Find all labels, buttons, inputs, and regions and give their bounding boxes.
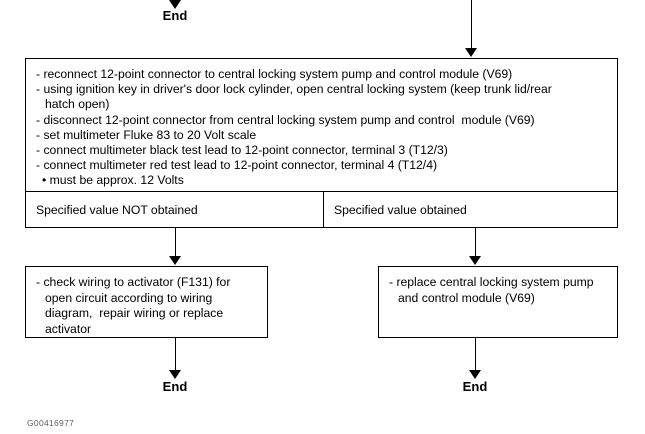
arrowhead-right-branch	[469, 256, 481, 265]
procedure-step: - connect multimeter black test lead to …	[36, 143, 448, 158]
action-line: - replace central locking system pump	[389, 275, 594, 289]
procedure-step-continuation: hatch open)	[45, 97, 110, 112]
action-box-check-wiring: - check wiring to activator (F131) for o…	[25, 266, 268, 338]
end-label-top-left: End	[162, 8, 188, 23]
action-box-replace-pump: - replace central locking system pump an…	[378, 266, 618, 338]
action-line: diagram, repair wiring or replace	[45, 306, 224, 321]
arrowhead-left-end	[169, 370, 181, 379]
procedure-step: - set multimeter Fluke 83 to 20 Volt sca…	[36, 127, 257, 142]
action-line: - check wiring to activator (F131) for	[36, 275, 231, 289]
arrowhead-right-end	[469, 370, 481, 379]
arrowhead-left-branch	[169, 256, 181, 265]
figure-reference-code: G00416977	[27, 418, 75, 428]
action-text-right: - replace central locking system pump an…	[379, 267, 617, 306]
connector-left-branch	[175, 228, 176, 257]
procedure-step: - connect multimeter red test lead to 12…	[36, 158, 438, 173]
action-text-left: - check wiring to activator (F131) for o…	[26, 267, 267, 337]
action-line: open circuit according to wiring	[45, 290, 213, 305]
result-cell-obtained: Specified value obtained	[334, 203, 467, 217]
procedure-step: - using ignition key in driver's door lo…	[36, 82, 552, 97]
main-procedure-box: - reconnect 12-point connector to centra…	[25, 58, 618, 228]
action-line: and control module (V69)	[398, 290, 535, 305]
connector-left-to-end	[175, 338, 176, 371]
connector-right-branch	[475, 228, 476, 257]
procedure-step-list: - reconnect 12-point connector to centra…	[26, 59, 617, 191]
connector-top-right-into-main-box	[471, 0, 472, 49]
end-label-bottom-left: End	[162, 379, 188, 394]
connector-right-to-end	[475, 338, 476, 371]
procedure-step: - disconnect 12-point connector from cen…	[36, 112, 535, 127]
procedure-step-bullet: • must be approx. 12 Volts	[42, 173, 184, 188]
result-branch-row: Specified value NOT obtained Specified v…	[26, 191, 617, 228]
result-cell-not-obtained: Specified value NOT obtained	[26, 192, 324, 228]
action-line: activator	[45, 321, 92, 336]
end-label-bottom-right: End	[462, 379, 488, 394]
arrowhead-into-main-box	[465, 48, 477, 57]
procedure-step: - reconnect 12-point connector to centra…	[36, 67, 513, 81]
arrowhead-top-left-end	[169, 0, 181, 9]
